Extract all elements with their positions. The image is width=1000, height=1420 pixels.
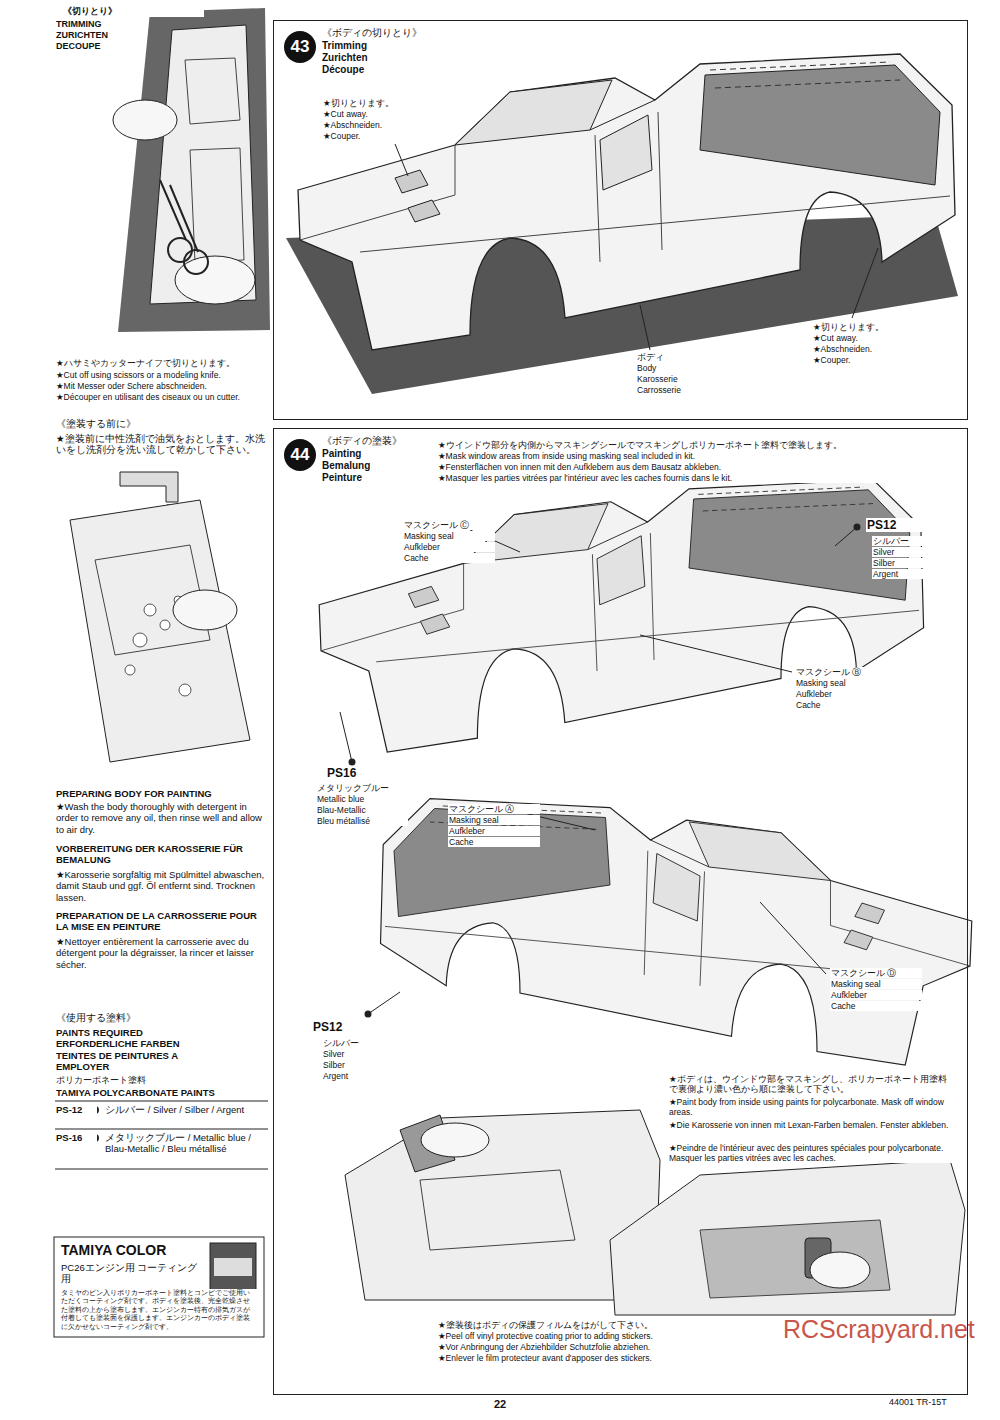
- label-text: Body: [636, 363, 718, 373]
- step-number: 44: [284, 439, 316, 471]
- label-text: Silver: [322, 1049, 394, 1059]
- label-text: Masking seal: [830, 979, 922, 989]
- label-text: 44001 TR-15T: [888, 1397, 980, 1408]
- label-text: ボディ: [636, 352, 718, 362]
- label-text: ★Couper.: [812, 355, 904, 365]
- step-heading: Painting Bemalung Peinture: [322, 448, 407, 484]
- label-text: ★ボディは、ウインドウ部をマスキングし、ポリカーボネート用塗料で裏側より濃い色か…: [668, 1074, 955, 1094]
- step-heading: Trimming Zurichten Découpe: [322, 40, 407, 76]
- label-text: ★Mask window areas from inside using mas…: [437, 451, 964, 461]
- label-text: ★切りとります。: [322, 98, 414, 108]
- label-text: Karosserie: [636, 374, 718, 384]
- label-text: Silber: [322, 1060, 394, 1070]
- label-text: ★Enlever le film protecteur avant d'appo…: [437, 1353, 779, 1363]
- label-text: マスクシール Ⓐ: [448, 804, 540, 814]
- label-text: 22: [493, 1398, 525, 1411]
- label-text: ★Wash the body thoroughly with detergent…: [55, 801, 272, 835]
- label-text: Silver: [872, 547, 944, 557]
- label-text: Bleu métallisé: [316, 816, 408, 826]
- label-text: ★Mit Messer oder Schere abschneiden.: [55, 381, 272, 391]
- label-text: シルバー: [322, 1038, 394, 1048]
- label-text: マスクシール Ⓒ: [403, 520, 495, 530]
- label-text: ★Couper.: [322, 131, 414, 141]
- label-text: PC26エンジン用 コーティング用: [60, 1262, 207, 1285]
- label-text: ポリカーボネート塗料: [55, 1075, 257, 1086]
- label-text: PS16: [326, 766, 388, 780]
- label-text: Cache: [403, 553, 495, 563]
- label-text: ★ウインドウ部分を内側からマスキングシールでマスキングしポリカーボネート塗料で塗…: [437, 440, 964, 450]
- label-text: Cache: [830, 1001, 922, 1011]
- label-text: Aufkleber: [795, 689, 887, 699]
- label-text: マスクシール Ⓓ: [830, 968, 922, 978]
- label-text: タミヤのビン入りポリカーボネート塗料とコンビでご使用いただくコーティング剤です。…: [60, 1289, 257, 1331]
- label-text: ★ハサミやカッターナイフで切りとります。: [55, 358, 272, 368]
- label-text: PS12: [866, 518, 928, 532]
- label-text: ★Karosserie sorgfältig mit Spülmittel ab…: [55, 869, 272, 903]
- label-text: Aufkleber: [403, 542, 495, 552]
- label-text: ★Découper en utilisant des ciseaux ou un…: [55, 392, 272, 402]
- label-text: Blau-Metallic: [316, 805, 408, 815]
- label-text: マスクシール Ⓑ: [795, 667, 887, 677]
- label-text: PREPARATION DE LA CARROSSERIE POUR LA MI…: [55, 910, 272, 933]
- label-text: ★塗装前に中性洗剤で油気をおとします。水洗いをし洗剤分を洗い流して乾かして下さい…: [55, 433, 272, 456]
- step-number: 43: [284, 31, 316, 63]
- label-text: TRIMMING ZURICHTEN DECOUPE: [55, 19, 123, 51]
- label-text: ★Cut off using scissors or a modeling kn…: [55, 370, 272, 380]
- label-text: ★Die Karosserie von innen mit Lexan-Farb…: [668, 1120, 955, 1130]
- label-text: ★Fensterflächen von innen mit den Aufkle…: [437, 462, 964, 472]
- label-text: Silber: [872, 558, 944, 568]
- label-text: Masking seal: [795, 678, 887, 688]
- label-text: Masking seal: [448, 815, 540, 825]
- label-text: ★Peel off vinyl protective coating prior…: [437, 1331, 779, 1341]
- label-text: 《塗装する前に》: [55, 418, 207, 429]
- label-text: TAMIYA COLOR: [60, 1242, 207, 1259]
- label-text: PS-16: [55, 1132, 97, 1143]
- step-panel: 44《ボディの塗装》Painting Bemalung Peinture: [273, 428, 968, 1395]
- label-text: メタリックブルー / Metallic blue / Blau-Metallic…: [104, 1132, 269, 1155]
- label-text: ★Abschneiden.: [812, 344, 904, 354]
- label-text: ★Cut away.: [812, 333, 904, 343]
- label-text: メタリックブルー: [316, 783, 408, 793]
- label-text: Cache: [795, 700, 887, 710]
- label-text: シルバー: [872, 536, 944, 546]
- label-text: ★切りとります。: [812, 322, 904, 332]
- label-text: Aufkleber: [448, 826, 540, 836]
- label-text: ★Vor Anbringung der Abziehbilder Schutzf…: [437, 1342, 779, 1352]
- label-text: TAMIYA POLYCARBONATE PAINTS: [55, 1087, 272, 1098]
- label-text: Cache: [448, 837, 540, 847]
- label-text: ★Abschneiden.: [322, 120, 414, 130]
- watermark: RCScrapyard.net: [782, 1314, 984, 1344]
- label-text: Argent: [872, 569, 944, 579]
- label-text: Argent: [322, 1071, 394, 1081]
- label-text: PAINTS REQUIRED ERFORDERLICHE FARBEN TEI…: [55, 1027, 217, 1073]
- label-text: ★Paint body from inside using paints for…: [668, 1097, 955, 1117]
- label-text: ★Nettoyer entièrement la carrosserie ave…: [55, 936, 272, 970]
- label-text: Metallic blue: [316, 794, 408, 804]
- label-text: Masking seal: [403, 531, 495, 541]
- label-text: Carrosserie: [636, 385, 718, 395]
- label-text: シルバー / Silver / Silber / Argent: [104, 1104, 269, 1115]
- label-text: VORBEREITUNG DER KAROSSERIE FÜR BEMALUNG: [55, 843, 272, 866]
- step-heading: 《ボディの切りとり》: [322, 27, 522, 38]
- label-text: ★Cut away.: [322, 109, 414, 119]
- label-text: ★Peindre de l'intérieur avec des peintur…: [668, 1143, 955, 1163]
- label-text: ★Masquer les parties vitrées par l'intér…: [437, 473, 964, 483]
- label-text: ★塗装後はボディの保護フィルムをはがして下さい。: [437, 1320, 779, 1330]
- label-text: 《使用する塗料》: [55, 1012, 207, 1023]
- label-text: Aufkleber: [830, 990, 922, 1000]
- label-text: PS12: [312, 1020, 374, 1034]
- label-text: PREPARING BODY FOR PAINTING: [55, 788, 272, 799]
- label-text: PS-12: [55, 1104, 97, 1115]
- label-text: 《切りとり》: [62, 6, 204, 17]
